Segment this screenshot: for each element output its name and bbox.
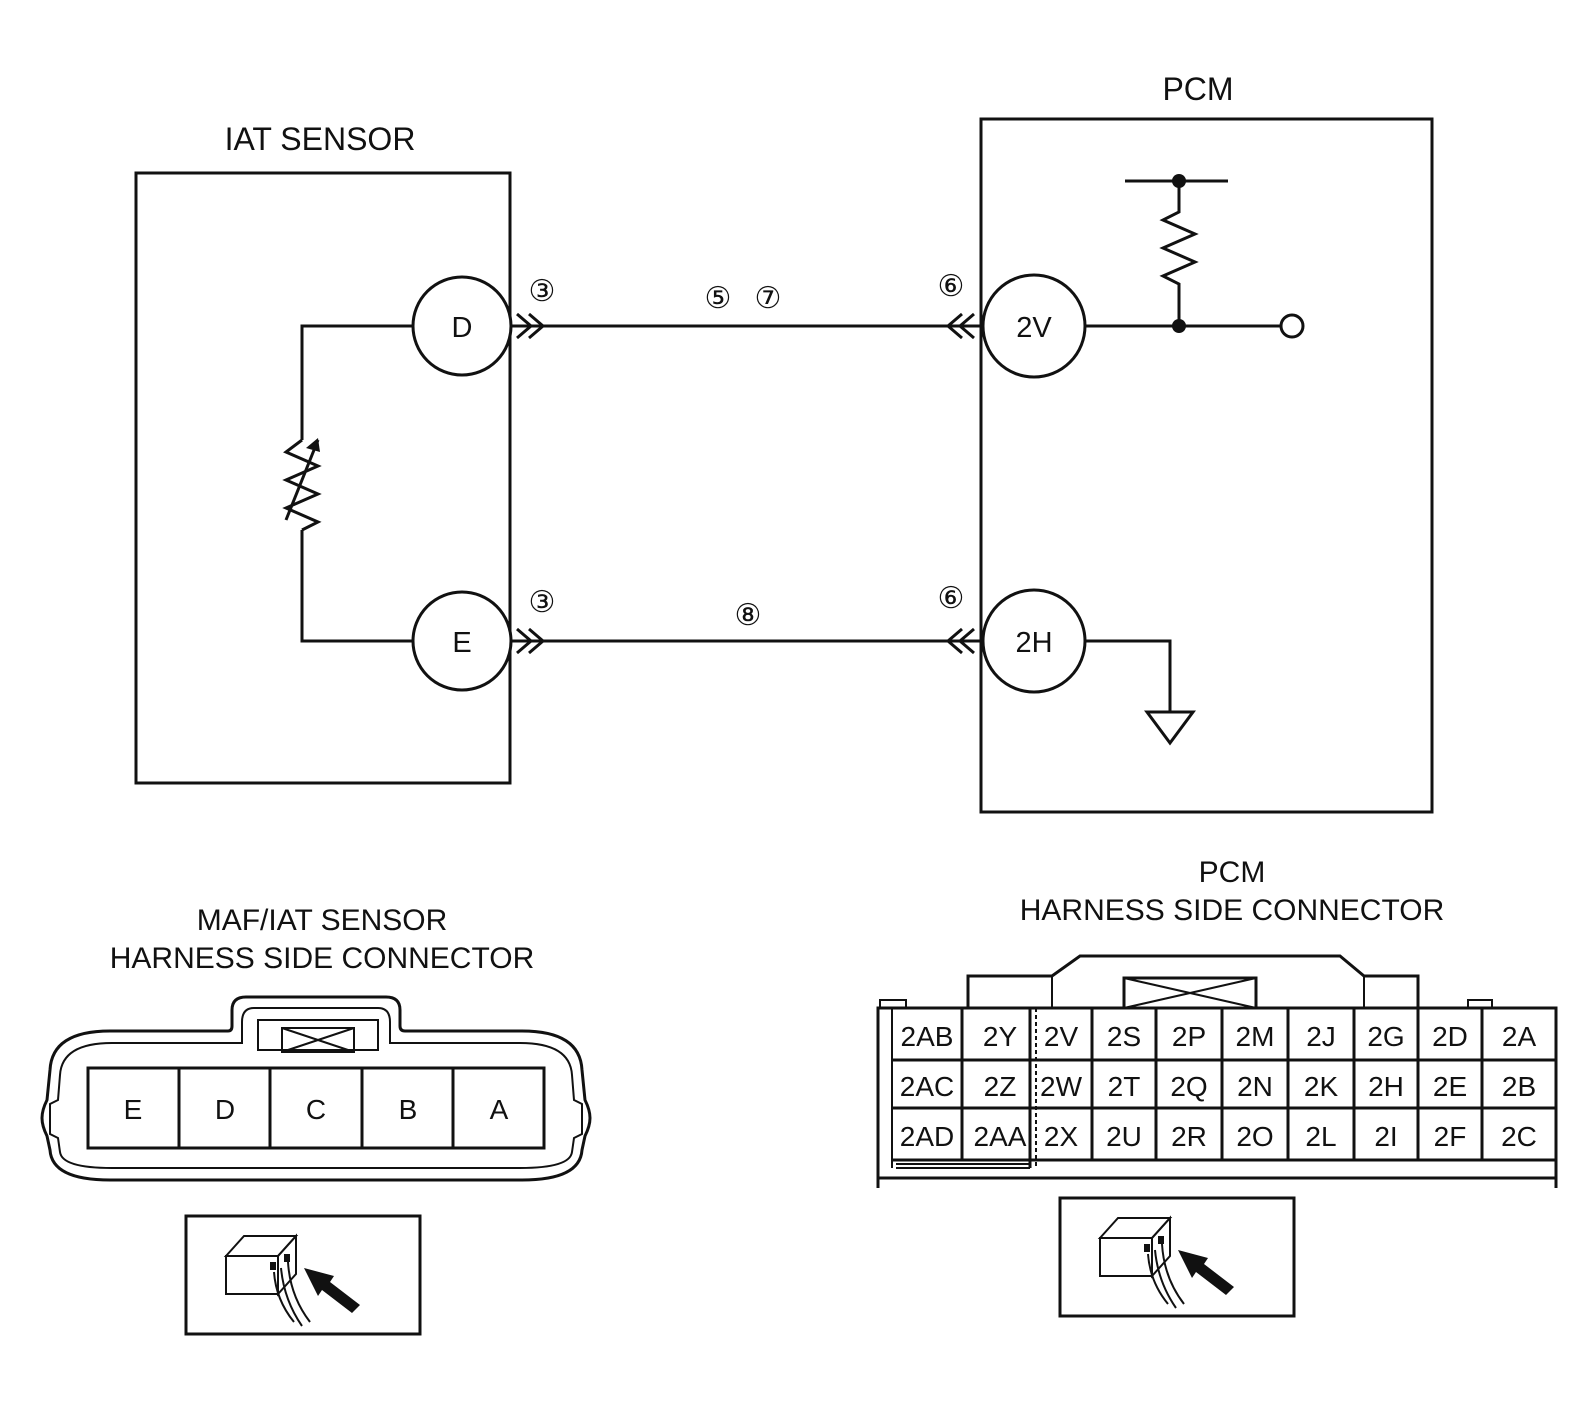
ground-wire [1085, 639, 1172, 712]
pcm-pin-2i: 2I [1374, 1121, 1397, 1152]
pcm-pin-2x: 2X [1044, 1121, 1079, 1152]
thermistor-icon [282, 438, 322, 532]
marker-wire-bottom: ⑧ [735, 599, 762, 632]
pcm-pin-2k: 2K [1304, 1071, 1339, 1102]
harness-connector-view-icon [1058, 1196, 1296, 1318]
pcm-pin-2u: 2U [1106, 1121, 1142, 1152]
sensor-internal-wire-top [300, 324, 413, 440]
maf-pin-d: D [215, 1094, 235, 1125]
marker-sensor-top: ③ [529, 275, 556, 308]
pcm-pin-2aa: 2AA [974, 1121, 1027, 1152]
pcm-pin-2r: 2R [1171, 1121, 1207, 1152]
ground-icon [1144, 710, 1196, 746]
pcm-connector-symbol-top [945, 312, 975, 340]
marker-pcm-bottom: ⑥ [938, 582, 965, 615]
pcm-title: PCM [1162, 71, 1233, 107]
maf-connector-face [40, 995, 592, 1182]
pcm-pin-2b: 2B [1502, 1071, 1536, 1102]
pcm-pin-2g: 2G [1367, 1021, 1404, 1052]
pcm-pin-2f: 2F [1434, 1121, 1467, 1152]
pcm-pin-2ad: 2AD [900, 1121, 954, 1152]
pcm-pin-2m: 2M [1236, 1021, 1275, 1052]
maf-pin-a: A [490, 1094, 509, 1125]
sensor-terminal-d-label: D [452, 312, 473, 344]
pcm-pin-2c: 2C [1501, 1121, 1537, 1152]
pcm-box [979, 117, 1434, 814]
pcm-pin-2a: 2A [1502, 1021, 1537, 1052]
pcm-pin-2q: 2Q [1170, 1071, 1207, 1102]
signal-terminal-icon [1279, 313, 1305, 339]
pcm-pin-2v: 2V [1044, 1021, 1079, 1052]
pcm-pin-2o: 2O [1236, 1121, 1273, 1152]
marker-sensor-bottom: ③ [529, 586, 556, 619]
maf-pin-c: C [306, 1094, 326, 1125]
pcm-pin-2s: 2S [1107, 1021, 1141, 1052]
pcm-pin-2e: 2E [1433, 1071, 1467, 1102]
pcm-terminal-2v-label: 2V [1016, 312, 1052, 344]
maf-connector-title-line2: HARNESS SIDE CONNECTOR [110, 942, 535, 975]
marker-pcm-top: ⑥ [938, 270, 965, 303]
pcm-pin-2ab: 2AB [901, 1021, 954, 1052]
pcm-terminal-2h-label: 2H [1015, 627, 1052, 659]
pcm-pin-2n: 2N [1237, 1071, 1273, 1102]
pcm-pin-2h: 2H [1368, 1071, 1404, 1102]
pcm-connector-title-line1: PCM [1199, 856, 1266, 889]
pcm-pin-2z: 2Z [984, 1071, 1017, 1102]
pcm-pin-2ac: 2AC [900, 1071, 954, 1102]
sensor-terminal-e-label: E [452, 627, 471, 659]
maf-connector-title-line1: MAF/IAT SENSOR [197, 904, 448, 937]
marker-wire-top-b: ⑦ [755, 282, 782, 315]
pcm-pin-2w: 2W [1040, 1071, 1083, 1102]
maf-pin-e: E [124, 1094, 143, 1125]
pcm-pin-2d: 2D [1432, 1021, 1468, 1052]
iat-sensor-title: IAT SENSOR [225, 121, 416, 157]
pull-up-resistor-icon [1159, 181, 1199, 326]
pcm-connector-face [876, 954, 1558, 1188]
marker-wire-top-a: ⑤ [705, 282, 732, 315]
maf-pin-b: B [399, 1094, 418, 1125]
sensor-connector-symbol-bottom [516, 627, 546, 655]
thermistor-arrow [284, 439, 320, 521]
pcm-connector-pin-labels: 2AB 2Y 2V 2S 2P 2M 2J 2G 2D 2A 2AC 2Z 2W 2T 2Q 2N 2K 2H 2E… [900, 1021, 1537, 1152]
pcm-pin-2j: 2J [1306, 1021, 1336, 1052]
pcm-pin-2y: 2Y [983, 1021, 1018, 1052]
sensor-connector-symbol-top [516, 312, 546, 340]
pcm-connector-symbol-bottom [945, 627, 975, 655]
pcm-pin-2t: 2T [1108, 1071, 1141, 1102]
harness-connector-view-icon [184, 1214, 422, 1336]
pcm-pin-2p: 2P [1172, 1021, 1206, 1052]
pcm-connector-title-line2: HARNESS SIDE CONNECTOR [1020, 894, 1445, 927]
sensor-internal-wire-bottom [300, 530, 413, 643]
iat-sensor-box [134, 171, 512, 785]
pcm-pin-2l: 2L [1305, 1121, 1336, 1152]
